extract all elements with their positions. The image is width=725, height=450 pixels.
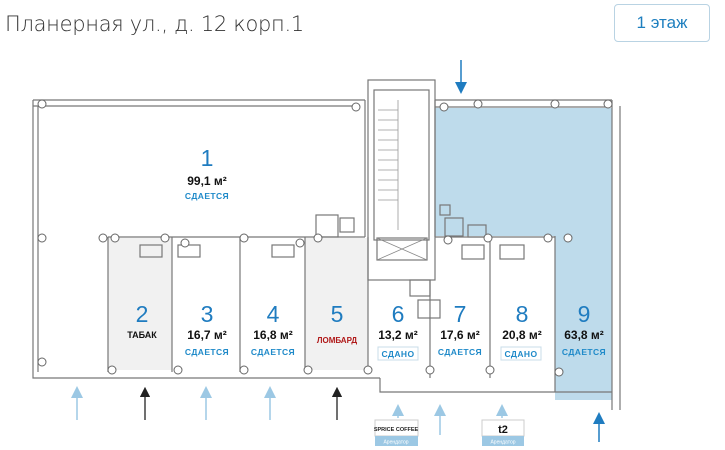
unit-9-area-lower[interactable] [555,236,612,400]
unit-1-label[interactable]: 1 99,1 м² СДАЕТСЯ [185,145,229,201]
page-title: Планерная ул., д. 12 корп.1 [5,12,304,36]
floor-selector-button[interactable]: 1 этаж [614,4,710,42]
svg-text:17,6 м²: 17,6 м² [440,328,480,342]
svg-text:СДАНО: СДАНО [505,349,538,359]
svg-text:СДАЕТСЯ: СДАЕТСЯ [562,347,606,357]
lombard-logo: ЛОМБАРД [317,336,358,345]
svg-text:16,8 м²: 16,8 м² [253,328,293,342]
svg-text:5: 5 [331,301,344,327]
svg-text:20,8 м²: 20,8 м² [502,328,542,342]
svg-text:СДАЕТСЯ: СДАЕТСЯ [185,191,229,201]
unit-3-label[interactable]: 316,7 м² СДАЕТСЯ [185,301,229,357]
unit-6-label[interactable]: 613,2 м² СДАНО [377,301,419,361]
svg-text:8: 8 [516,301,529,327]
tenant-sprice-coffee: SPRICE COFFEE Арендатор [374,419,419,446]
unit-4-label[interactable]: 416,8 м² СДАЕТСЯ [251,301,295,357]
svg-text:13,2 м²: 13,2 м² [378,328,418,342]
svg-text:СДАНО: СДАНО [382,349,415,359]
svg-text:99,1 м²: 99,1 м² [187,174,227,188]
svg-text:3: 3 [201,301,214,327]
unit-8-label[interactable]: 820,8 м² СДАНО [500,301,542,361]
svg-text:1: 1 [201,145,214,171]
tenant-t2: t2 Арендатор [481,419,525,446]
svg-text:Арендатор: Арендатор [383,440,408,446]
svg-text:2: 2 [136,301,149,327]
elevator [376,237,428,261]
svg-text:Арендатор: Арендатор [490,440,515,446]
unit-2-area[interactable] [108,238,172,370]
svg-text:ТАБАК: ТАБАК [127,330,157,340]
entrance-arrows [71,60,605,442]
unit-7-label[interactable]: 717,6 м² СДАЕТСЯ [438,301,482,357]
unit-5-area[interactable] [305,238,368,370]
unit-9-label[interactable]: 963,8 м² СДАЕТСЯ [562,301,606,357]
unit-9-area[interactable] [435,108,612,236]
svg-text:9: 9 [578,301,591,327]
svg-text:SPRICE COFFEE: SPRICE COFFEE [374,427,419,433]
svg-text:6: 6 [392,301,405,327]
svg-text:СДАЕТСЯ: СДАЕТСЯ [185,347,229,357]
svg-text:7: 7 [454,301,467,327]
svg-text:t2: t2 [498,424,508,436]
svg-text:СДАЕТСЯ: СДАЕТСЯ [251,347,295,357]
svg-text:4: 4 [267,301,280,327]
svg-text:16,7 м²: 16,7 м² [187,328,227,342]
svg-text:СДАЕТСЯ: СДАЕТСЯ [438,347,482,357]
svg-text:63,8 м²: 63,8 м² [564,328,604,342]
